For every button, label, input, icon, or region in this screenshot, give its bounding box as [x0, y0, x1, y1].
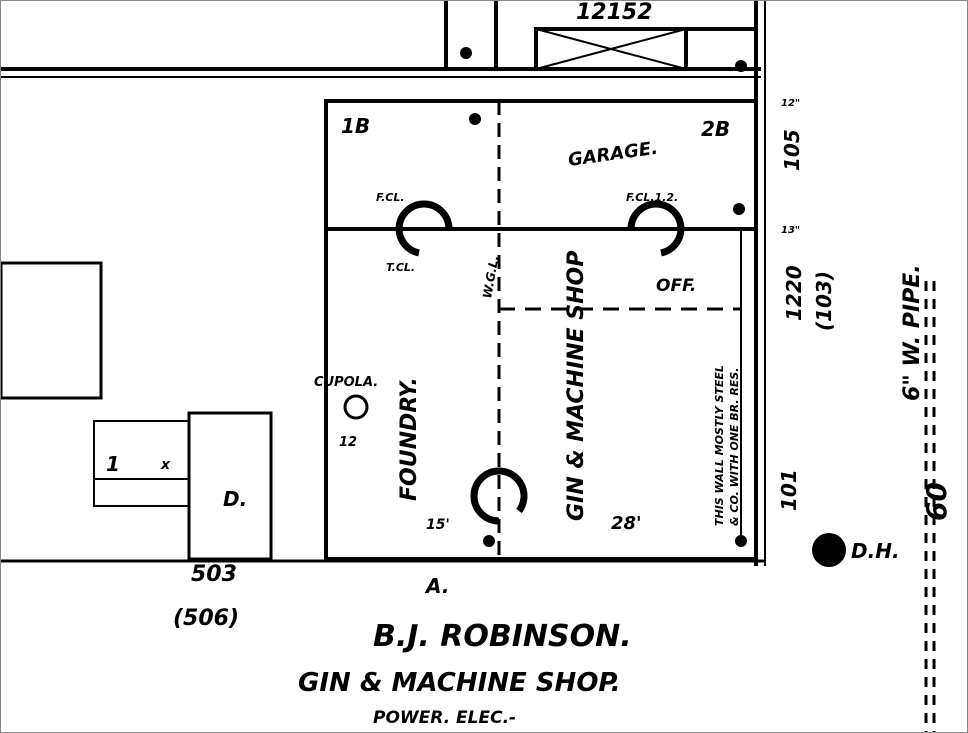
- letter-d: D.: [223, 487, 247, 511]
- power-note: POWER. ELEC.-: [373, 708, 516, 728]
- floor-label: 2B: [701, 117, 730, 141]
- address-old: (103): [812, 271, 836, 331]
- wgl-label: W.G.L.: [480, 254, 501, 299]
- story-label: 1: [106, 452, 120, 476]
- floor-label: 1B: [341, 114, 370, 138]
- letter-a: A.: [424, 574, 449, 598]
- address-old: (506): [173, 606, 239, 631]
- address: 503: [191, 562, 237, 587]
- block-number: 12152: [576, 1, 653, 25]
- foundry-label: FOUNDRY.: [397, 377, 422, 501]
- water-pipe-label: 6" W. PIPE.: [900, 264, 925, 401]
- pipe-number: 60: [920, 482, 953, 521]
- tcl-label: T.CL.: [386, 261, 415, 274]
- gin-shop-label: GIN & MACHINE SHOP: [564, 251, 589, 521]
- hydrant-label: D.H.: [851, 539, 900, 563]
- height-label: 28': [611, 513, 642, 534]
- main-building: [324, 99, 758, 561]
- pipe-size: 12": [781, 98, 800, 109]
- address: 105: [780, 129, 804, 171]
- wall-note: & CO. WITH ONE BR. RES.: [728, 368, 741, 526]
- dim-label: 12: [339, 435, 357, 450]
- height-label: 15': [426, 517, 450, 533]
- office-label: OFF.: [656, 276, 696, 296]
- hydrant-symbol: [812, 533, 846, 567]
- cupola-symbol: [343, 394, 369, 420]
- wall-note: THIS WALL MOSTLY STEEL: [713, 365, 726, 526]
- cupola-label: CUPOLA.: [314, 375, 378, 390]
- x-label: x: [160, 457, 171, 473]
- business-name: GIN & MACHINE SHOP.: [298, 668, 621, 698]
- address: 1220: [782, 265, 806, 321]
- fcl-label: F.CL.: [376, 191, 405, 204]
- garage-label: GARAGE.: [567, 138, 659, 171]
- building-top: [444, 1, 498, 71]
- fcl-label: F.CL.1.2.: [626, 191, 678, 204]
- address: 101: [777, 469, 801, 511]
- owner-name: B.J. ROBINSON.: [373, 619, 632, 654]
- pipe-size: 13": [781, 225, 800, 236]
